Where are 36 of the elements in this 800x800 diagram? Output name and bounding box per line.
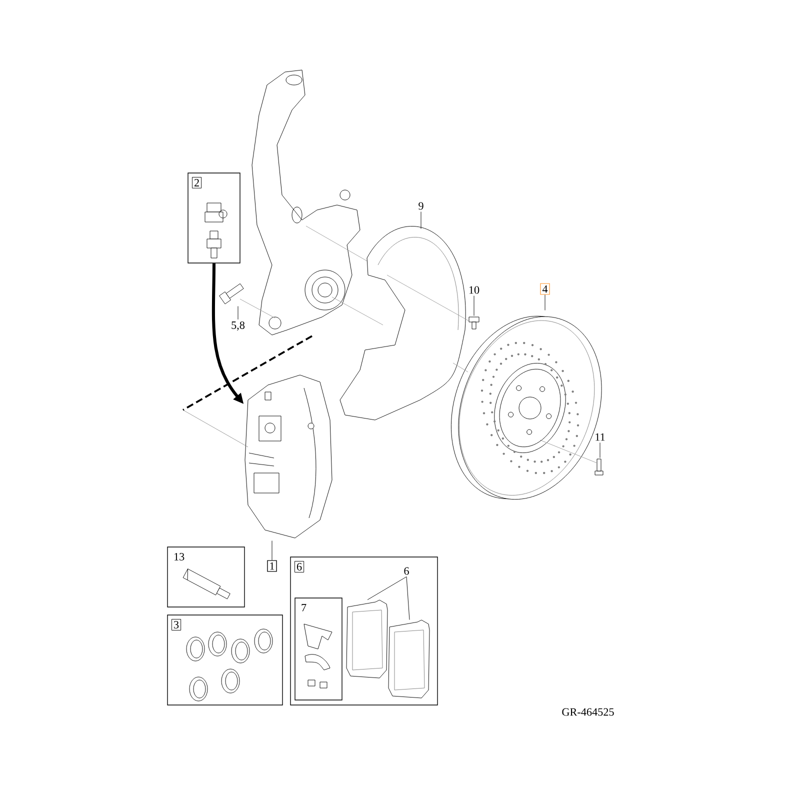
bleeder-valve-drawing bbox=[204, 202, 228, 258]
assembly-line bbox=[240, 298, 276, 318]
callout-number: 6 bbox=[294, 561, 304, 572]
callout-number: 1 bbox=[267, 560, 277, 572]
callout-number: 9 bbox=[418, 202, 424, 210]
seal-rings-drawing bbox=[186, 628, 273, 702]
pad-clips-drawing bbox=[304, 624, 332, 688]
parts-kit-panel bbox=[167, 546, 245, 608]
callout-number: 13 bbox=[174, 553, 184, 560]
screw-drawing bbox=[468, 316, 480, 330]
assembly-line bbox=[332, 296, 384, 326]
leader-line bbox=[544, 294, 546, 310]
callout-number: 5,8 bbox=[232, 321, 245, 331]
drawing-number: GR-464525 bbox=[562, 708, 614, 716]
grease-tube-drawing bbox=[182, 568, 230, 600]
assembly-line bbox=[182, 335, 312, 448]
callout-number: 7 bbox=[302, 604, 306, 612]
splash-shield-drawing bbox=[340, 226, 466, 420]
caliper-drawing bbox=[244, 374, 332, 538]
leader-line bbox=[420, 212, 422, 229]
callout-number: 10 bbox=[469, 286, 480, 294]
assembly-line bbox=[306, 226, 368, 262]
callout-number: 11 bbox=[596, 433, 605, 441]
screw-drawing bbox=[594, 458, 604, 476]
assembly-line bbox=[452, 362, 468, 372]
steering-knuckle-drawing bbox=[252, 70, 360, 336]
leader-line bbox=[406, 576, 410, 620]
callout-number: 4 bbox=[540, 283, 550, 295]
callout-number: 3 bbox=[172, 619, 182, 630]
brake-pad-drawing bbox=[346, 600, 388, 678]
callout-number: 2 bbox=[192, 177, 202, 188]
bolt-drawing bbox=[219, 283, 244, 304]
leader-line bbox=[367, 576, 407, 600]
assembly-line bbox=[540, 440, 598, 464]
callout-number: 6 bbox=[404, 567, 409, 575]
brake-pad-drawing bbox=[388, 620, 430, 698]
